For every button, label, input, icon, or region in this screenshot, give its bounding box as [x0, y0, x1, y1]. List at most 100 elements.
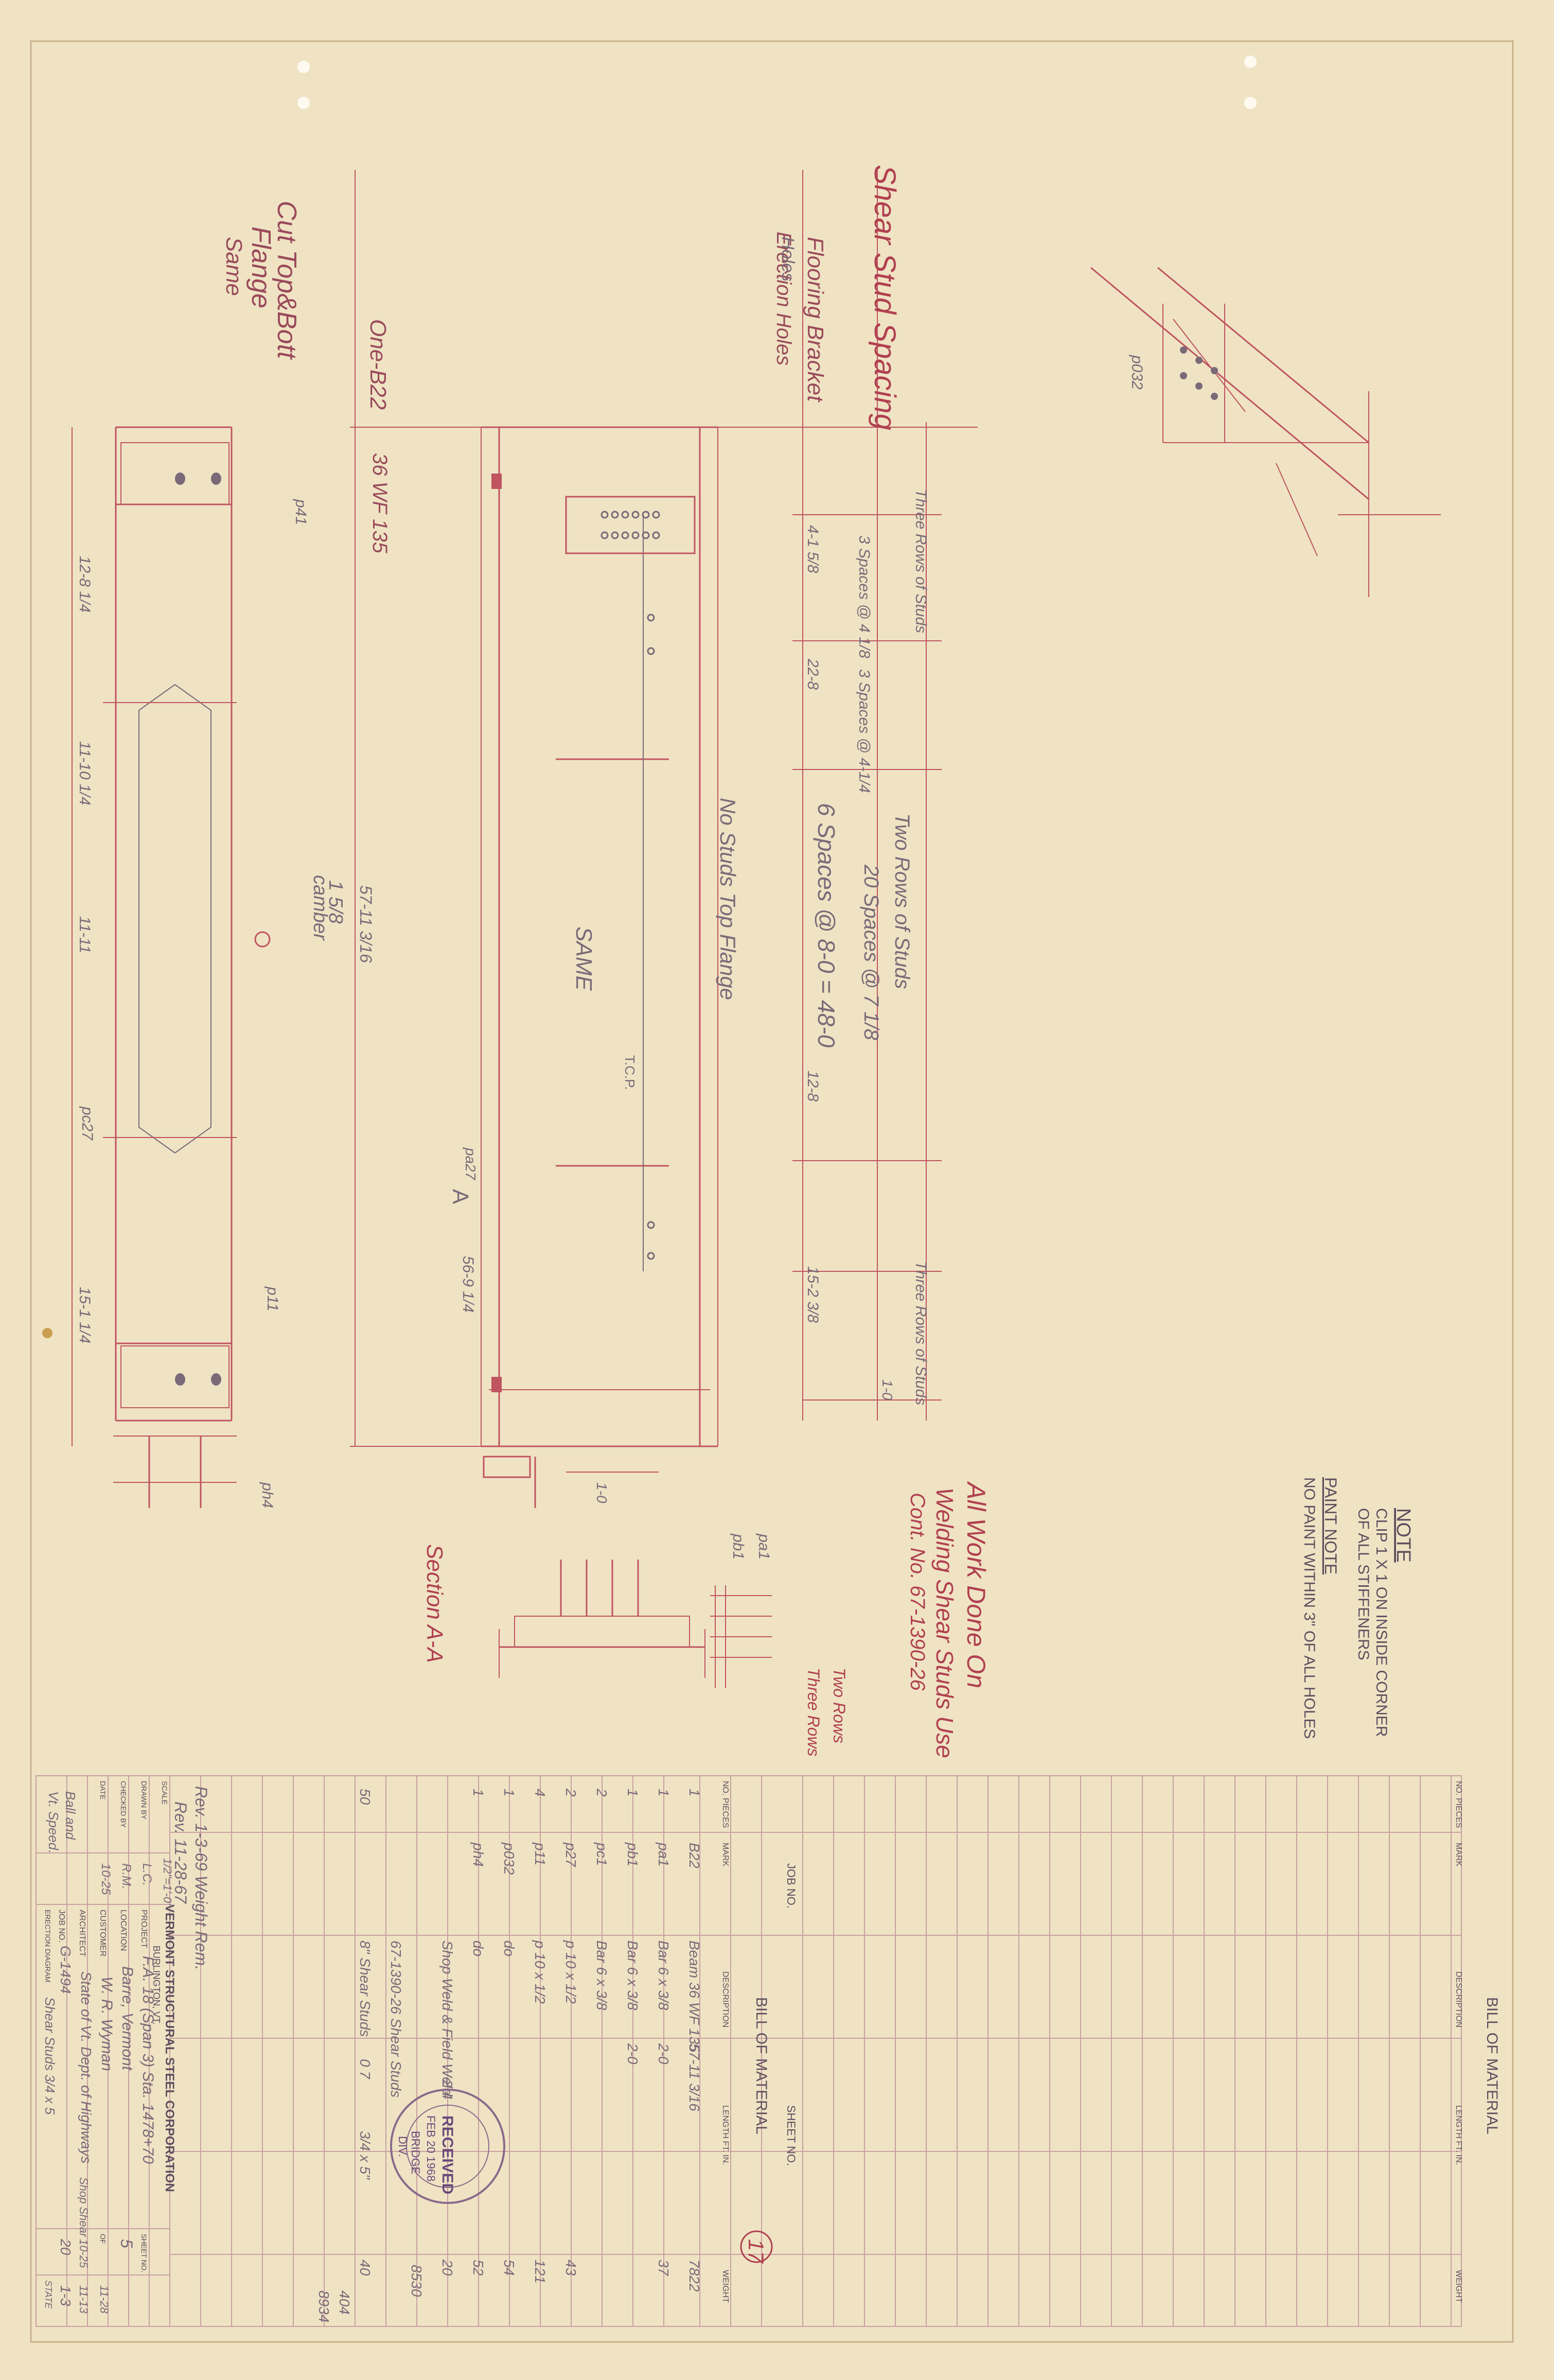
bom-row-2-mark: pa1 [656, 1842, 672, 1867]
shop-value: Shear Studs 3/4 x 5 [42, 1997, 58, 2115]
bom-row-1-weight: 7822 [686, 2260, 702, 2292]
dim-p032: p032 [1128, 355, 1145, 390]
dim-pa1: pa1 [755, 1533, 772, 1560]
bom-row-2-pieces: 1 [656, 1789, 672, 1797]
dim-10: 56-9 1/4 [460, 1256, 476, 1312]
rev-1: Rev. 1-3-69 Weight Rem. [192, 1786, 210, 1970]
dim-p41: p41 [292, 499, 309, 525]
paint-note-line: NO PAINT WITHIN 3" OF ALL HOLES [1301, 1477, 1318, 1739]
punch-hole [1244, 97, 1257, 109]
bom-row-2-desc: Bar 6 x 3/8 [656, 1940, 672, 2010]
three-rows-label: Three Rows [804, 1668, 823, 1757]
side-note-1: Ball and [63, 1791, 78, 1840]
stamp-bridge: BRIDGE [409, 2131, 422, 2174]
stud-spacing-b: 3 Spaces @ 4-1/4 [856, 669, 873, 793]
customer-label: CUSTOMER [98, 1910, 107, 1956]
dim-6: 22-8 [804, 658, 821, 690]
state-label: STATE [43, 2280, 54, 2309]
dim-7: 15-2 3/8 [804, 1266, 821, 1323]
twenty-spaces-label: 20 Spaces @ 7 1/8 [860, 864, 882, 1041]
girder-elevation [350, 170, 978, 1447]
bom-row-7-pieces: 1 [501, 1789, 517, 1797]
project-value: F.A. 18 (Span 3) Sta. 1478+70 [139, 1956, 156, 2164]
dim-p11: p11 [264, 1286, 281, 1311]
state-value: 1-3 [58, 2285, 74, 2306]
drawn-by-value: L.C. [140, 1863, 154, 1886]
bom-row-8-weight: 52 [470, 2260, 486, 2276]
bearing-plate [491, 1377, 502, 1392]
bottom-details [113, 1436, 659, 1508]
all-work-done-on-note: All Work Done On [962, 1481, 991, 1688]
bom-stud-line: 8" Shear Studs [357, 1940, 373, 2037]
header-length-right: LENGTH FT. IN. [1454, 2105, 1463, 2165]
bom-row-8-mark: ph4 [470, 1842, 486, 1867]
dim-11: 1-0 [879, 1379, 895, 1401]
job-no-tb-label: JOB NO. [57, 1910, 66, 1942]
sheet-tb-label: SHEET NO. [140, 2234, 148, 2272]
sheet-no-label: SHEET NO. [785, 2105, 798, 2166]
dim-4: 15-1 1/4 [76, 1287, 93, 1343]
tcp-label: T.C.P. [622, 1055, 638, 1090]
bom-total-3: 8934 [316, 2290, 332, 2322]
bom-row-4-desc: Bar 6 x 3/8 [594, 1940, 610, 2010]
sheet-circle [740, 2230, 773, 2263]
two-rows-label: Two Rows [830, 1668, 849, 1743]
section-aa-label: Section A-A [422, 1544, 447, 1663]
dim-2: 11-10 1/4 [76, 741, 93, 806]
bom-row-5-weight: 43 [563, 2260, 579, 2276]
bom-stud-weight: 40 [357, 2260, 373, 2276]
header-mark-right: MARK [1454, 1843, 1463, 1867]
checked-value: R.M. [119, 1863, 133, 1889]
bom-row-5-desc: p 10 x 1/2 [563, 1940, 579, 2004]
member-mark-label: One-B22 [365, 319, 391, 410]
punch-hole [297, 61, 310, 73]
side-note-2: Vt. Speed. [46, 1791, 61, 1853]
header-weight-right: WEIGHT [1454, 2270, 1463, 2303]
bom-row-1-length: 57-11 3/16 [686, 2043, 702, 2111]
dim-pc27: pc27 [79, 1106, 96, 1141]
header-pieces: NO. PIECES [721, 1781, 730, 1828]
connection-plate [565, 496, 696, 554]
stud-spacing-a: 3 Spaces @ 4 1/8 [856, 535, 873, 658]
dim-pa27: pa27 [463, 1147, 479, 1181]
date-label: DATE [99, 1781, 107, 1799]
three-rows-left-label: Three Rows of Studs [912, 489, 929, 633]
flange-plan [72, 426, 237, 1446]
dim-1: 12-8 1/4 [76, 556, 93, 612]
bom-row-2-length: 2-0 [656, 2043, 672, 2064]
shop-label: ERECTION DIAGRAM [44, 1910, 52, 1983]
bom-row-7-desc: do [501, 1940, 517, 1956]
bom-total-2: 404 [337, 2290, 352, 2315]
bom-row-7-weight: 54 [501, 2260, 517, 2276]
bom-total-1: 8530 [409, 2265, 425, 2297]
bom-row-3-desc: Bar 6 x 3/8 [625, 1940, 641, 2010]
header-weight: WEIGHT [721, 2270, 730, 2303]
header-pieces-right: NO. PIECES [1454, 1781, 1463, 1828]
date-2: 11-13 [77, 2285, 90, 2314]
job-no-tb-value: G-1494 [58, 1946, 74, 1993]
diagonal-detail [1090, 267, 1441, 597]
header-description: DESCRIPTION [721, 1971, 730, 2027]
bom-row-1-pieces: 1 [686, 1789, 702, 1797]
camber-marker [254, 931, 271, 948]
bom-row-5-mark: p27 [563, 1842, 579, 1867]
title-block-grid [36, 1775, 170, 2327]
checked-label: CHECKED BY [119, 1781, 128, 1828]
dim-3: 11-11 [76, 916, 93, 953]
bom-row-3-length: 2-0 [625, 2043, 641, 2064]
note-title: NOTE [1392, 1508, 1414, 1563]
bearing-plate [491, 474, 502, 489]
bill-of-material-grid [169, 1775, 1462, 2327]
punch-hole [42, 1328, 52, 1338]
bom-row-1-desc: Beam 36 WF 135 [686, 1940, 702, 2053]
shear-stud-spacing-label: Shear Stud Spacing [868, 165, 902, 430]
dim-12: 1-0 [594, 1482, 610, 1503]
customer-value: W. R. Wyman [98, 1976, 115, 2071]
location-label: LOCATION [119, 1910, 128, 1951]
stamp-date: FEB 20 1968 [425, 2115, 437, 2181]
job-no-label: JOB NO. [785, 1863, 798, 1909]
bom-stud-qty: 50 [357, 1789, 373, 1805]
bom-row-8-desc: do [470, 1940, 486, 1956]
